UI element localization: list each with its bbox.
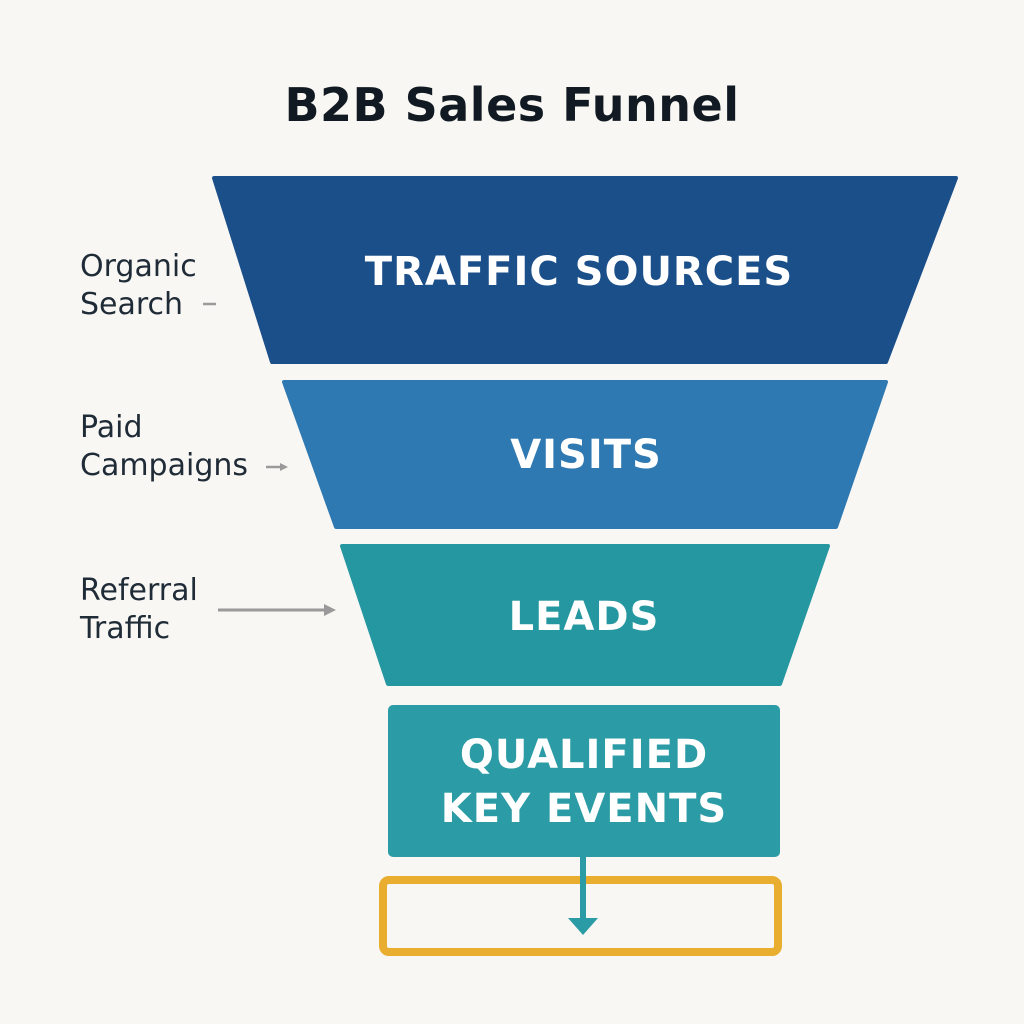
source-referral-line1: Referral bbox=[80, 573, 198, 608]
stage-traffic-sources-label: TRAFFIC SOURCES bbox=[364, 249, 794, 295]
stage-leads-label: LEADS bbox=[508, 594, 660, 640]
stage-traffic-sources-shape bbox=[212, 176, 958, 364]
stage-qualified-line1: QUALIFIED bbox=[459, 732, 709, 778]
paid-campaigns-arrow-icon bbox=[266, 463, 288, 471]
source-paid-line1: Paid bbox=[80, 410, 143, 445]
source-organic-line1: Organic bbox=[80, 249, 197, 284]
source-paid-line2: Campaigns bbox=[80, 448, 249, 483]
source-organic-search: Organic Search bbox=[80, 248, 197, 324]
stage-qualified-key-events-shape bbox=[388, 705, 780, 857]
stage-qualified-key-events-label: QUALIFIED KEY EVENTS bbox=[388, 728, 780, 836]
source-referral-line2: Traffic bbox=[80, 611, 171, 646]
referral-traffic-arrow-icon bbox=[218, 604, 336, 616]
stage-leads-shape bbox=[340, 544, 830, 686]
source-organic-line2: Search bbox=[80, 287, 184, 322]
down-arrow-icon bbox=[568, 857, 598, 935]
stage-qualified-line2: KEY EVENTS bbox=[440, 786, 728, 832]
source-referral-traffic: Referral Traffic bbox=[80, 572, 198, 648]
diagram-title: B2B Sales Funnel bbox=[284, 78, 740, 132]
stage-visits-shape bbox=[282, 380, 888, 529]
stage-visits-label: VISITS bbox=[510, 432, 662, 478]
source-paid-campaigns: Paid Campaigns bbox=[80, 409, 248, 485]
